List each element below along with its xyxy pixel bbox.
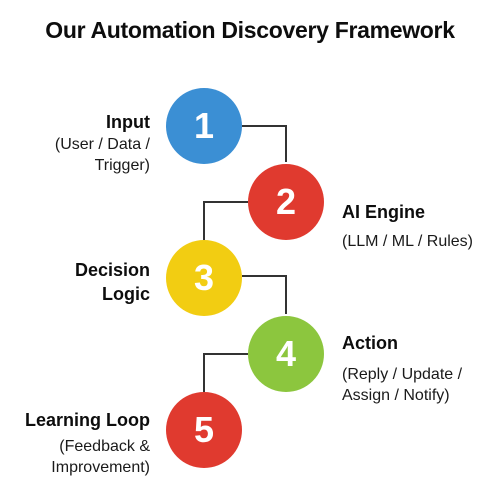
step-1-desc-line1: (User / Data /	[54, 136, 150, 153]
step-5-title: Learning Loop	[25, 410, 150, 430]
step-1-label: Input (User / Data / Trigger)	[55, 110, 150, 176]
step-3-title-line1: Decision	[74, 260, 150, 280]
step-4-title: Action	[342, 333, 398, 353]
step-4-number: 4	[275, 333, 297, 374]
step-5-number: 5	[193, 409, 215, 450]
connector-3-4	[242, 275, 287, 314]
step-4-circle: 4	[248, 316, 324, 392]
step-5-desc-line1: (Feedback &	[59, 438, 150, 455]
diagram-title: Our Automation Discovery Framework	[45, 17, 455, 43]
step-2-label: AI Engine (LLM / ML / Rules)	[342, 200, 473, 252]
connector-4-5	[203, 353, 248, 392]
step-5-desc-line2: Improvement)	[51, 459, 150, 476]
step-4-desc-line1: (Reply / Update /	[342, 366, 463, 383]
step-3-label: Decision Logic	[75, 258, 150, 306]
step-5-circle: 5	[166, 392, 242, 468]
step-3-number: 3	[193, 257, 215, 298]
step-4-desc-line2: Assign / Notify)	[342, 387, 450, 404]
step-2-desc-line1: (LLM / ML / Rules)	[342, 233, 473, 250]
step-3-title-line2: Logic	[102, 284, 150, 304]
step-1-title: Input	[106, 112, 150, 132]
step-5-label: Learning Loop (Feedback & Improvement)	[25, 408, 150, 478]
step-1-circle: 1	[166, 88, 242, 164]
step-2-title: AI Engine	[342, 202, 426, 222]
step-2-circle: 2	[248, 164, 324, 240]
connector-1-2	[242, 125, 287, 162]
step-4-label: Action (Reply / Update / Assign / Notify…	[342, 331, 462, 406]
step-1-number: 1	[193, 105, 215, 146]
connector-2-3	[203, 201, 248, 240]
step-3-circle: 3	[166, 240, 242, 316]
step-2-number: 2	[275, 181, 297, 222]
step-1-desc-line2: Trigger)	[94, 157, 150, 174]
